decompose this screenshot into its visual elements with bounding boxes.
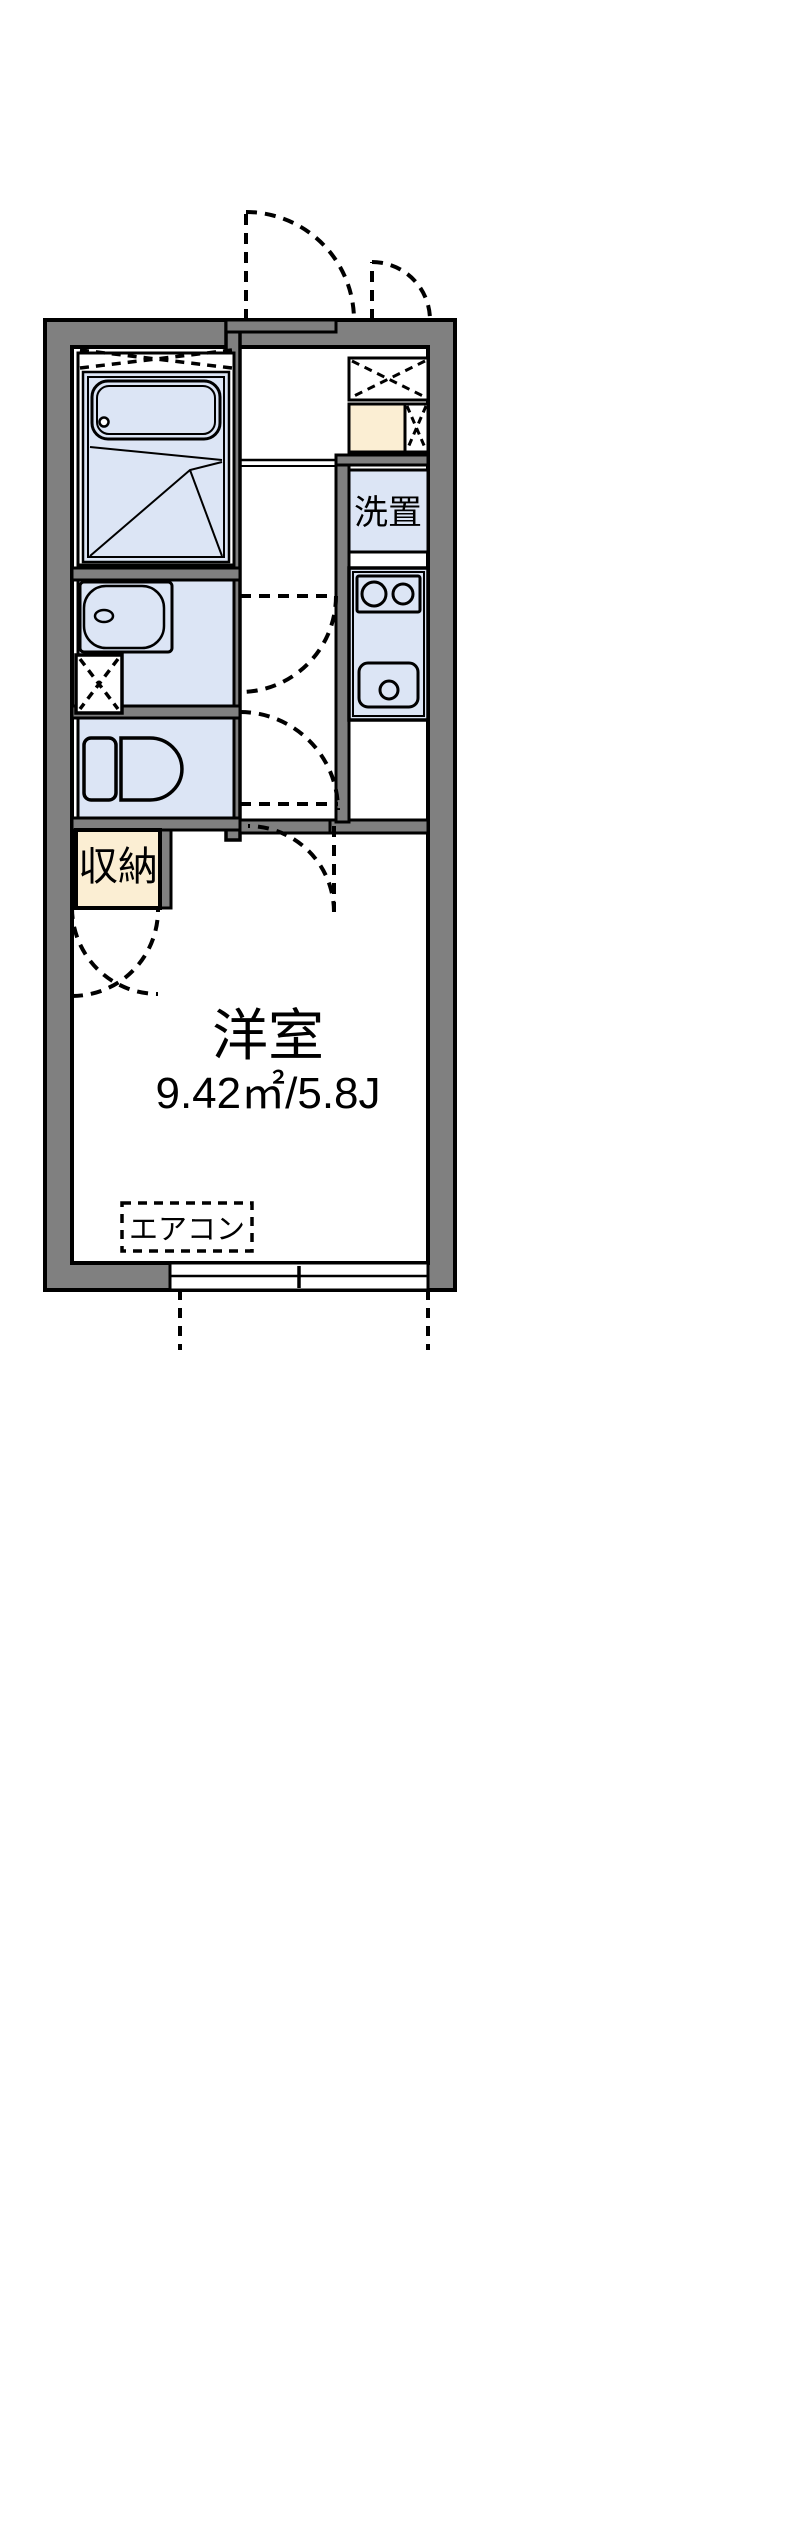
balcony-rail-marks [178, 1290, 430, 1350]
balcony-sliding-window[interactable] [168, 1261, 430, 1350]
closet-box [74, 828, 162, 910]
wall-hall-room [238, 818, 342, 835]
stove-burner-right-icon [391, 582, 415, 606]
closet: 収納 [74, 828, 162, 910]
bathtub-inner [96, 385, 216, 435]
washbasin-icon [82, 584, 166, 650]
wall-kitchen-left [334, 458, 351, 824]
main-room-area: 9.42㎡/5.8J [155, 1069, 380, 1118]
wall-entry-top [224, 318, 338, 334]
toilet-cistern-icon [82, 736, 118, 802]
closet-door[interactable] [70, 906, 159, 996]
kitchen: 洗置 [347, 468, 430, 722]
wall-kitchen-room [328, 818, 430, 835]
washroom-window [74, 653, 124, 715]
toilet-room [76, 716, 236, 820]
shoe-cabinet-lower [347, 402, 407, 454]
aircon-label: エアコン [129, 1214, 245, 1246]
wall-shoebox-bottom [334, 453, 430, 467]
bathtub-drain-icon [98, 416, 110, 428]
room-labels: 洋室 9.42㎡/5.8J [155, 1004, 380, 1118]
wall-bath-bottom [70, 566, 242, 582]
closet-door-leaf[interactable] [70, 908, 160, 998]
meter-box-door[interactable] [370, 260, 432, 321]
washroom [74, 578, 236, 715]
aircon-box [120, 1201, 254, 1253]
main-room-door[interactable] [247, 824, 336, 913]
stove-burner-left-icon [360, 580, 388, 608]
closet-label: 収納 [78, 845, 158, 889]
toilet-icon [119, 736, 184, 802]
doors [70, 210, 432, 996]
washer-space-label: 洗置 [354, 494, 422, 532]
air-conditioner-marker: エアコン [120, 1201, 254, 1253]
entry-window-x-icon [405, 405, 428, 451]
main-room-name: 洋室 [212, 1004, 324, 1067]
washer-space-box [347, 468, 430, 554]
entrance-area [240, 356, 430, 467]
entrance-door[interactable] [244, 210, 356, 321]
bathroom [76, 348, 236, 567]
toilet-door[interactable] [239, 710, 340, 811]
bathroom-door[interactable] [239, 594, 338, 694]
washbasin-drain-icon [93, 608, 115, 624]
kitchen-sink-drain-icon [378, 679, 400, 701]
bath-floor-slope-a [89, 446, 223, 461]
bath-floor-slope-c [189, 469, 223, 557]
